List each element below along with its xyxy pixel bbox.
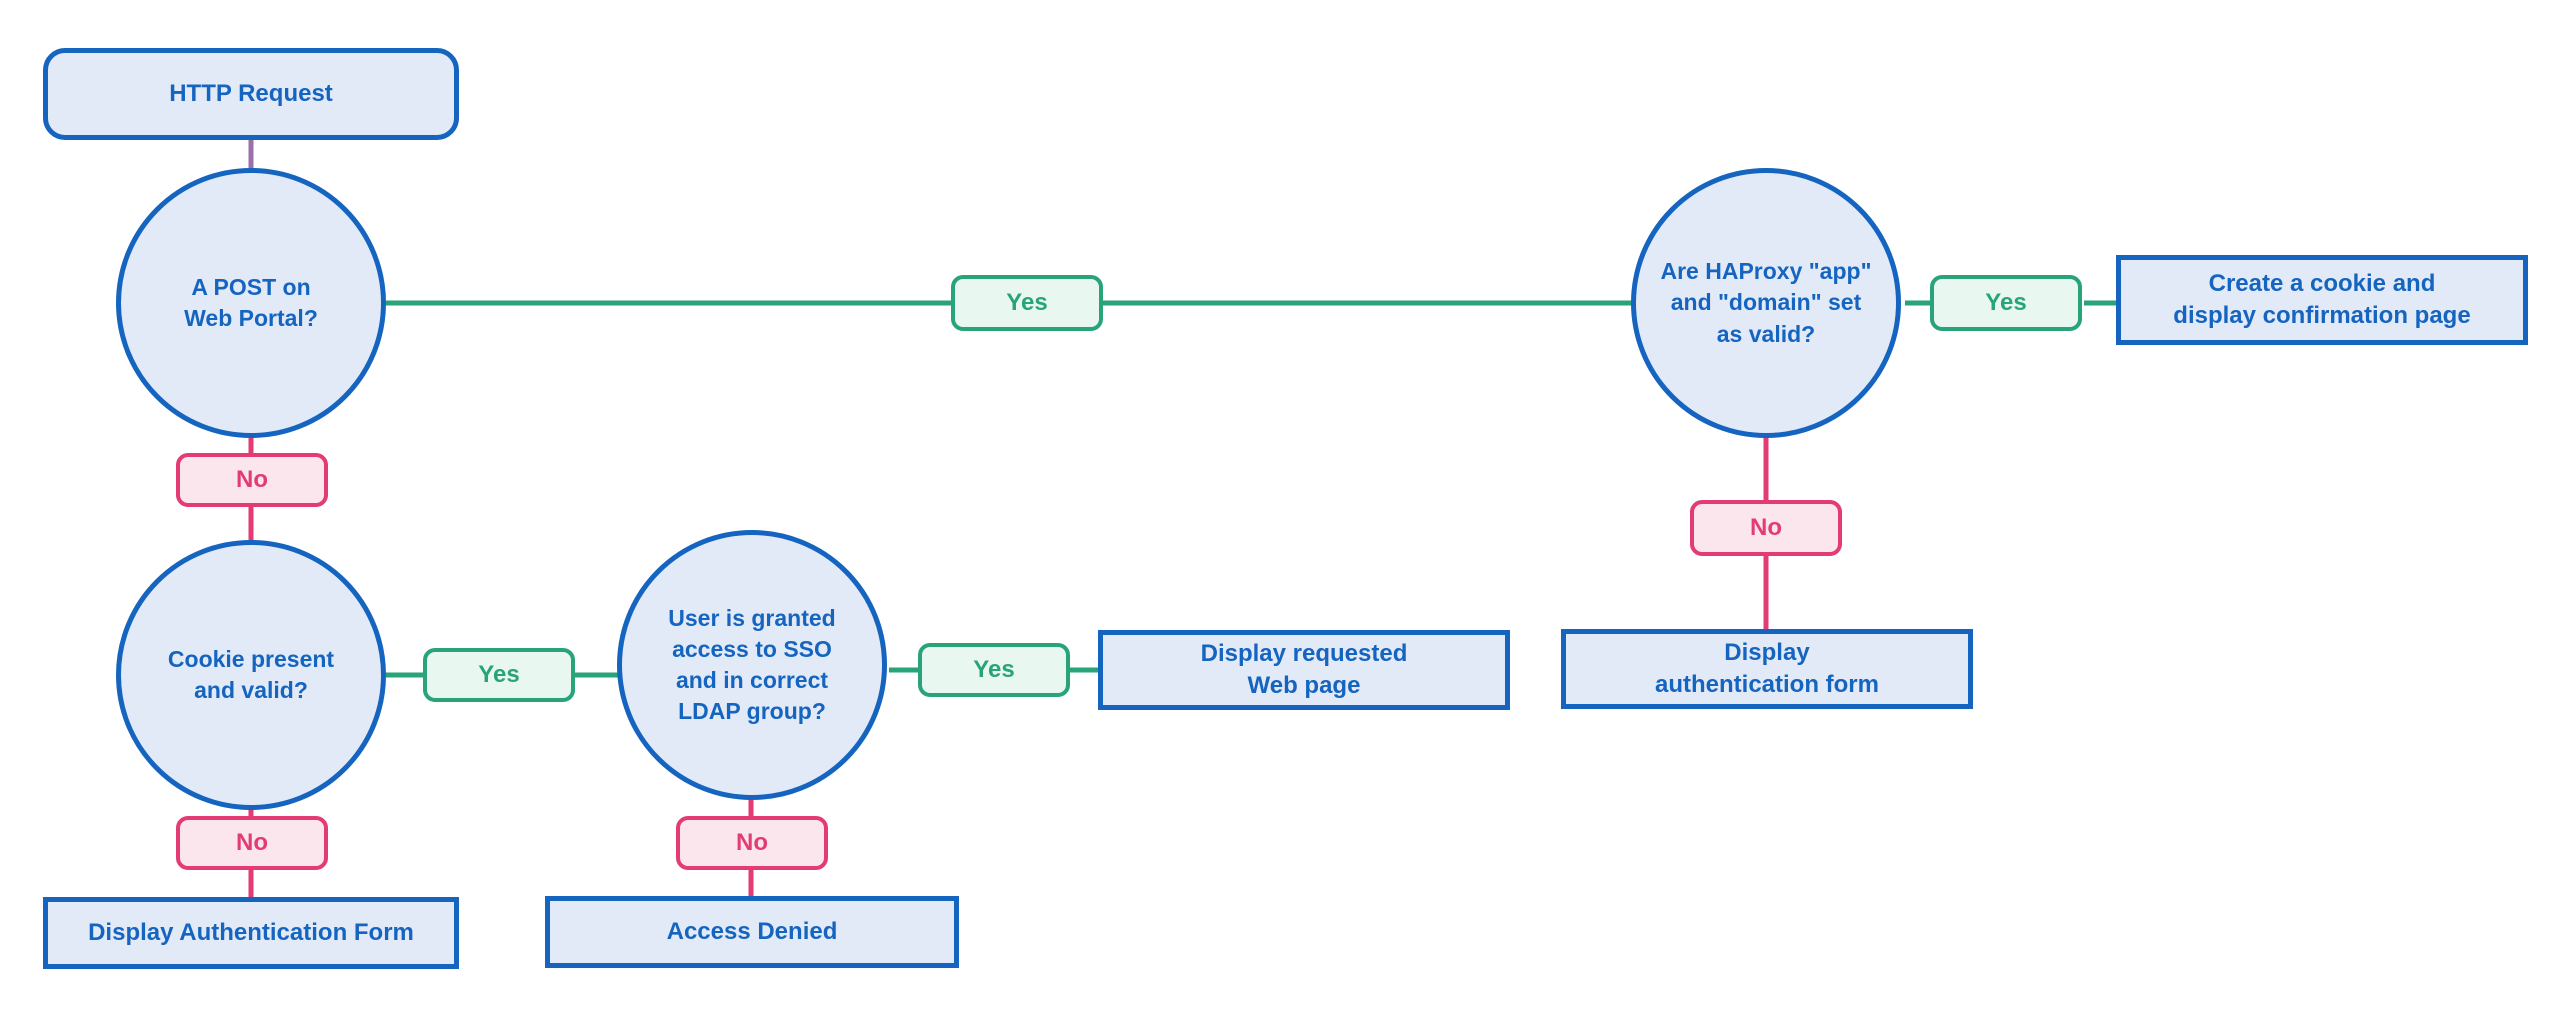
node-access-denied[interactable]: Access Denied: [545, 896, 959, 968]
edge-label-yes-user-to-web-page: Yes: [918, 643, 1070, 697]
node-a-post-on-web-portal[interactable]: A POST on Web Portal?: [116, 168, 386, 438]
node-display-requested-web-page[interactable]: Display requested Web page: [1098, 630, 1510, 710]
node-user-is-granted-access[interactable]: User is granted access to SSO and in cor…: [617, 530, 887, 800]
edge-label-no-cookie-to-auth-form: No: [176, 816, 328, 870]
edge-label-no-haproxy-to-auth-form: No: [1690, 500, 1842, 556]
node-display-authentication-form-right[interactable]: Display authentication form: [1561, 629, 1973, 709]
edge-label-no-post-to-cookie: No: [176, 453, 328, 507]
edge-label-yes-haproxy-to-create-cookie: Yes: [1930, 275, 2082, 331]
edge-label-yes-post-to-haproxy: Yes: [951, 275, 1103, 331]
node-http-request[interactable]: HTTP Request: [43, 48, 459, 140]
node-display-authentication-form-left[interactable]: Display Authentication Form: [43, 897, 459, 969]
node-are-haproxy-app-and-domain-set-as-valid[interactable]: Are HAProxy "app" and "domain" set as va…: [1631, 168, 1901, 438]
edge-label-no-user-to-access-denied: No: [676, 816, 828, 870]
node-create-cookie-and-display-confirmation-page[interactable]: Create a cookie and display confirmation…: [2116, 255, 2528, 345]
edge-label-yes-cookie-to-user: Yes: [423, 648, 575, 702]
node-cookie-present-and-valid[interactable]: Cookie present and valid?: [116, 540, 386, 810]
